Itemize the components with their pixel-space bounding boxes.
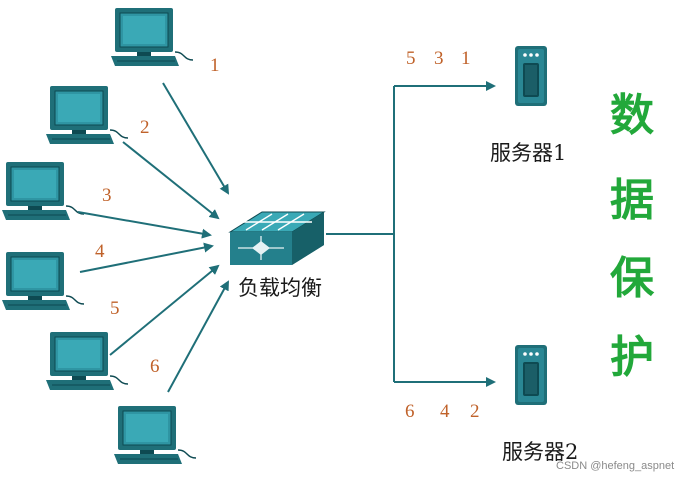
- client-label-1: 1: [210, 55, 220, 76]
- side-title-char-1: 数: [610, 90, 654, 141]
- client-computer-4: [1, 251, 85, 311]
- server-2-request-a: 6: [405, 401, 415, 422]
- server-2-icon: [515, 345, 547, 405]
- server-1-request-a: 5: [406, 48, 416, 69]
- client-computer-5: [45, 331, 129, 391]
- side-title-char-2: 据: [610, 175, 654, 226]
- server-1-icon: [515, 46, 547, 106]
- watermark: CSDN @hefeng_aspnet: [556, 460, 674, 472]
- server-2-label: 服务器2: [502, 440, 578, 464]
- client-label-4: 4: [95, 241, 105, 262]
- client-label-5: 5: [110, 298, 120, 319]
- server-1-request-c: 1: [461, 48, 471, 69]
- client-label-2: 2: [140, 117, 150, 138]
- request-arrow-1: [162, 82, 230, 195]
- request-arrow-3: [77, 211, 212, 239]
- client-computer-6: [113, 405, 197, 465]
- request-arrow-2: [122, 141, 220, 220]
- load-balancer-switch: [228, 211, 326, 265]
- server-1-request-b: 3: [434, 48, 444, 69]
- request-arrow-5: [109, 264, 220, 356]
- side-title-char-3: 保: [610, 253, 655, 304]
- request-arrow-4: [79, 242, 214, 273]
- server-2-request-b: 4: [440, 401, 450, 422]
- request-arrow-6: [167, 280, 229, 393]
- server-2-request-c: 2: [470, 401, 480, 422]
- client-computer-1: [110, 7, 194, 67]
- load-balancer-label: 负载均衡: [238, 276, 322, 300]
- client-label-3: 3: [102, 185, 112, 206]
- server-1-label: 服务器1: [490, 141, 566, 165]
- client-computer-2: [45, 85, 129, 145]
- client-computer-3: [1, 161, 85, 221]
- side-title-char-4: 护: [610, 332, 654, 383]
- client-label-6: 6: [150, 356, 160, 377]
- connector-to-servers: [326, 81, 496, 387]
